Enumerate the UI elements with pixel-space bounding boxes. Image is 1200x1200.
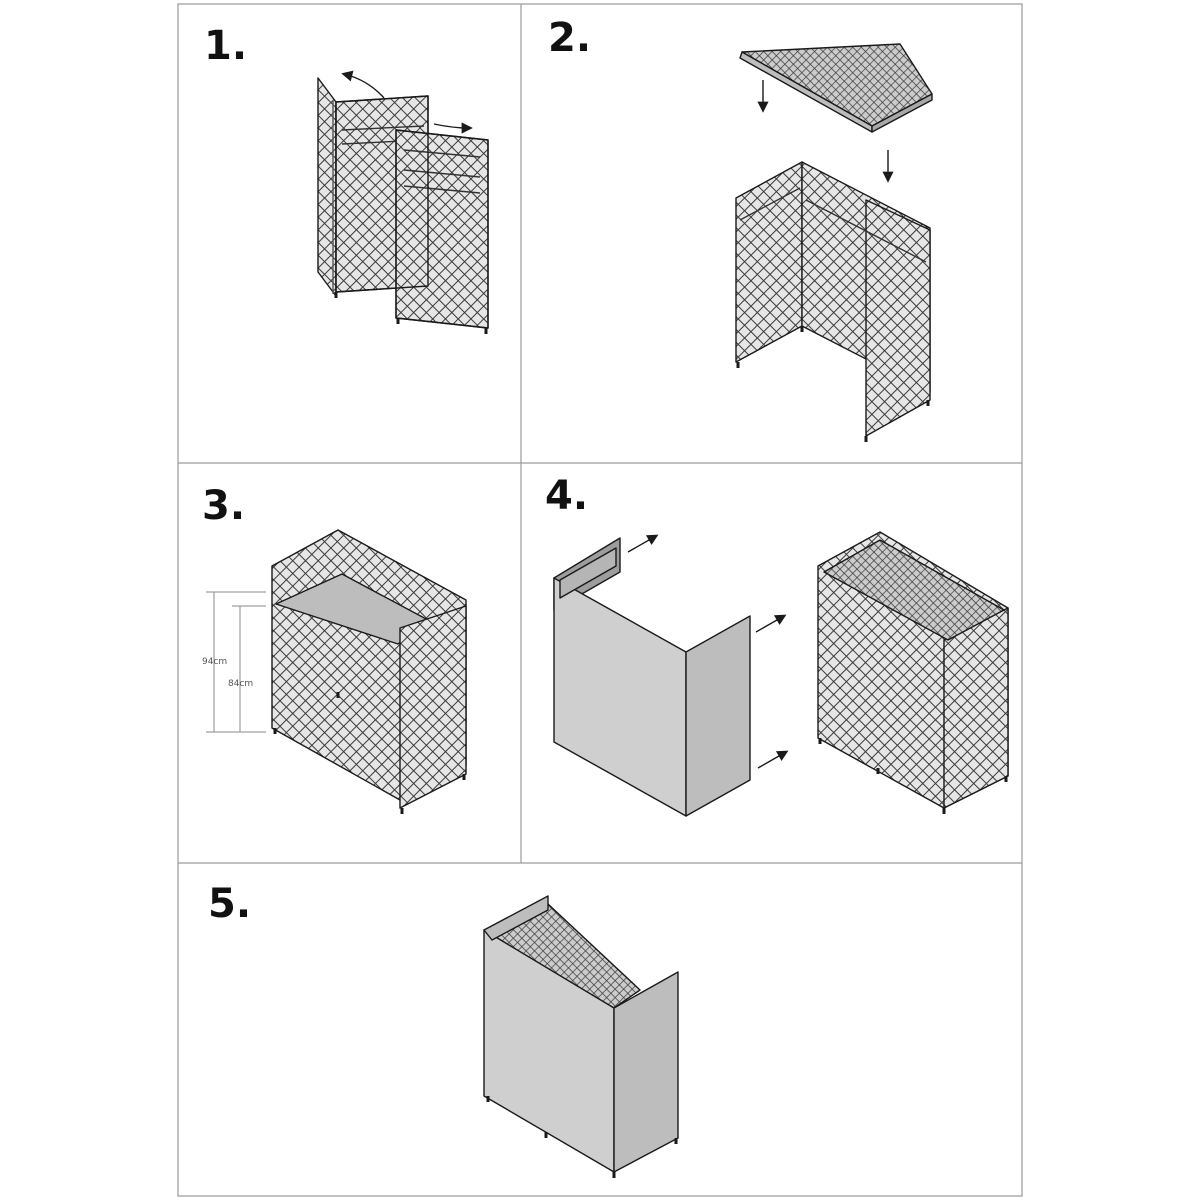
step-1-illustration [317,70,489,334]
right-cover-panel [613,971,679,1173]
insert-arrow-icon [627,534,659,553]
cover-side-panel-right [685,615,751,817]
step-2-number: 2. [548,15,592,61]
top-shelf [823,539,1005,641]
panel-grid [177,3,1023,1197]
right-mesh-panel [395,129,489,329]
step-4-number: 4. [545,473,589,519]
rotate-arrow-icon [433,122,473,134]
door-mesh-panel [399,605,467,809]
dimension-inner-height: 84cm [228,679,253,689]
step-3-illustration [271,529,467,814]
insert-arrow-icon [757,750,789,769]
step-1-number: 1. [204,23,248,69]
step-2-illustration [735,43,933,442]
step-4-illustration [553,531,1009,817]
insert-arrow-icon [755,614,787,633]
cover-back-panel [553,577,687,817]
rotate-arrow-icon [341,70,385,99]
step-5-number: 5. [208,881,252,927]
dimension-lines [206,591,266,733]
door-mesh-panel [943,607,1009,809]
door-mesh-panel [865,199,931,437]
dimension-outer-height: 94cm [202,657,227,667]
step-5-illustration [483,895,679,1178]
step-3-number: 3. [202,483,246,529]
